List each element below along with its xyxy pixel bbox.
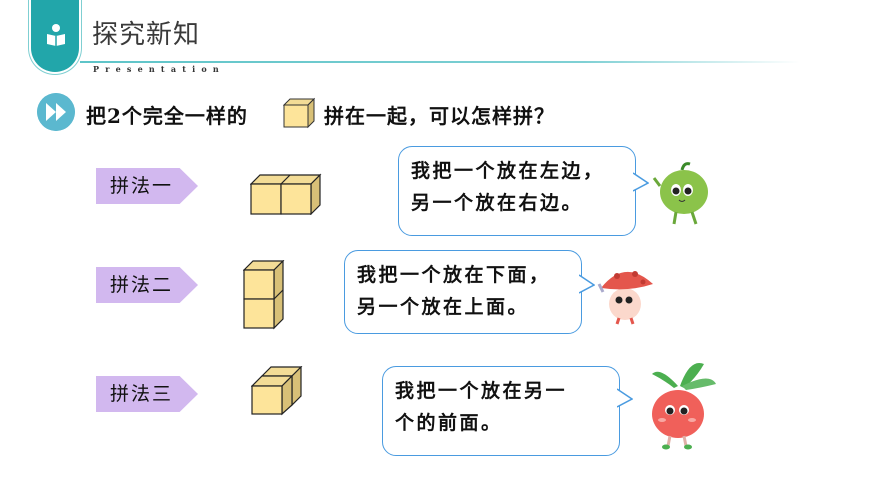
- bubble-1-line-2: 另一个放在右边。: [411, 192, 584, 214]
- green-pepper-character: [652, 162, 708, 225]
- bubble-3-line-2: 个的前面。: [395, 412, 503, 434]
- cubes-stacked: [243, 260, 285, 330]
- page-subtitle: Presentation: [93, 64, 225, 74]
- method-1-tag: 拼法一: [96, 168, 198, 204]
- bubble-2-line-1: 我把一个放在下面，: [357, 264, 551, 286]
- page-title: 探究新知: [92, 20, 201, 50]
- bubble-1-line-1: 我把一个放在左边，: [411, 160, 605, 182]
- method-3-tag: 拼法三: [96, 376, 198, 412]
- reading-person-icon: [47, 24, 65, 46]
- cubes-side-by-side: [250, 173, 322, 215]
- radish-character: [652, 362, 716, 450]
- mushroom-character: [597, 271, 653, 325]
- cube-icon: [283, 97, 315, 129]
- question-text-before: 把2个完全一样的: [86, 104, 248, 128]
- cubes-front-back: [251, 366, 303, 416]
- speech-bubble-2: 我把一个放在下面， 另一个放在上面。: [344, 250, 595, 334]
- bubble-2-line-2: 另一个放在上面。: [357, 296, 530, 318]
- bubble-3-line-1: 我把一个放在另一: [395, 380, 568, 402]
- speech-bubble-1: 我把一个放在左边， 另一个放在右边。: [398, 146, 649, 236]
- method-2-tag: 拼法二: [96, 267, 198, 303]
- fast-forward-icon: [37, 93, 75, 131]
- header-divider: [80, 61, 800, 63]
- speech-bubble-3: 我把一个放在另一 个的前面。: [382, 366, 633, 456]
- question-text-after: 拼在一起，可以怎样拼？: [324, 104, 555, 128]
